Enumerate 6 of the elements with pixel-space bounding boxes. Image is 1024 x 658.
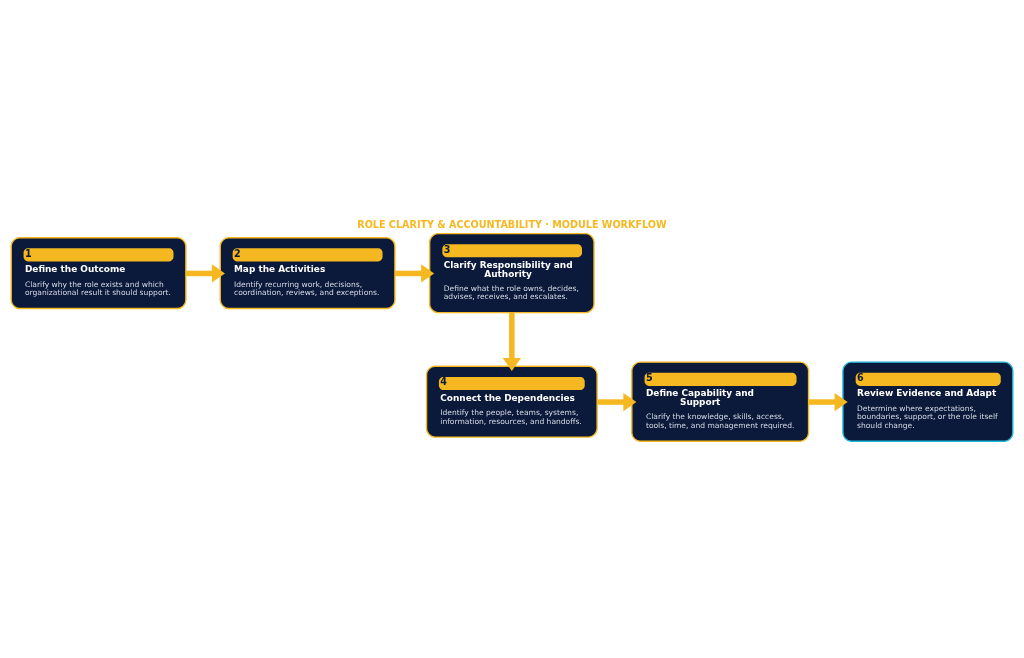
arrow (185, 263, 225, 283)
arrow (808, 392, 848, 411)
arrow (597, 392, 637, 411)
diagram-title: ROLE CLARITY & ACCOUNTABILITY · MODULE WORKFLOW (357, 218, 667, 230)
arrow (395, 263, 435, 283)
arrow (502, 312, 521, 371)
